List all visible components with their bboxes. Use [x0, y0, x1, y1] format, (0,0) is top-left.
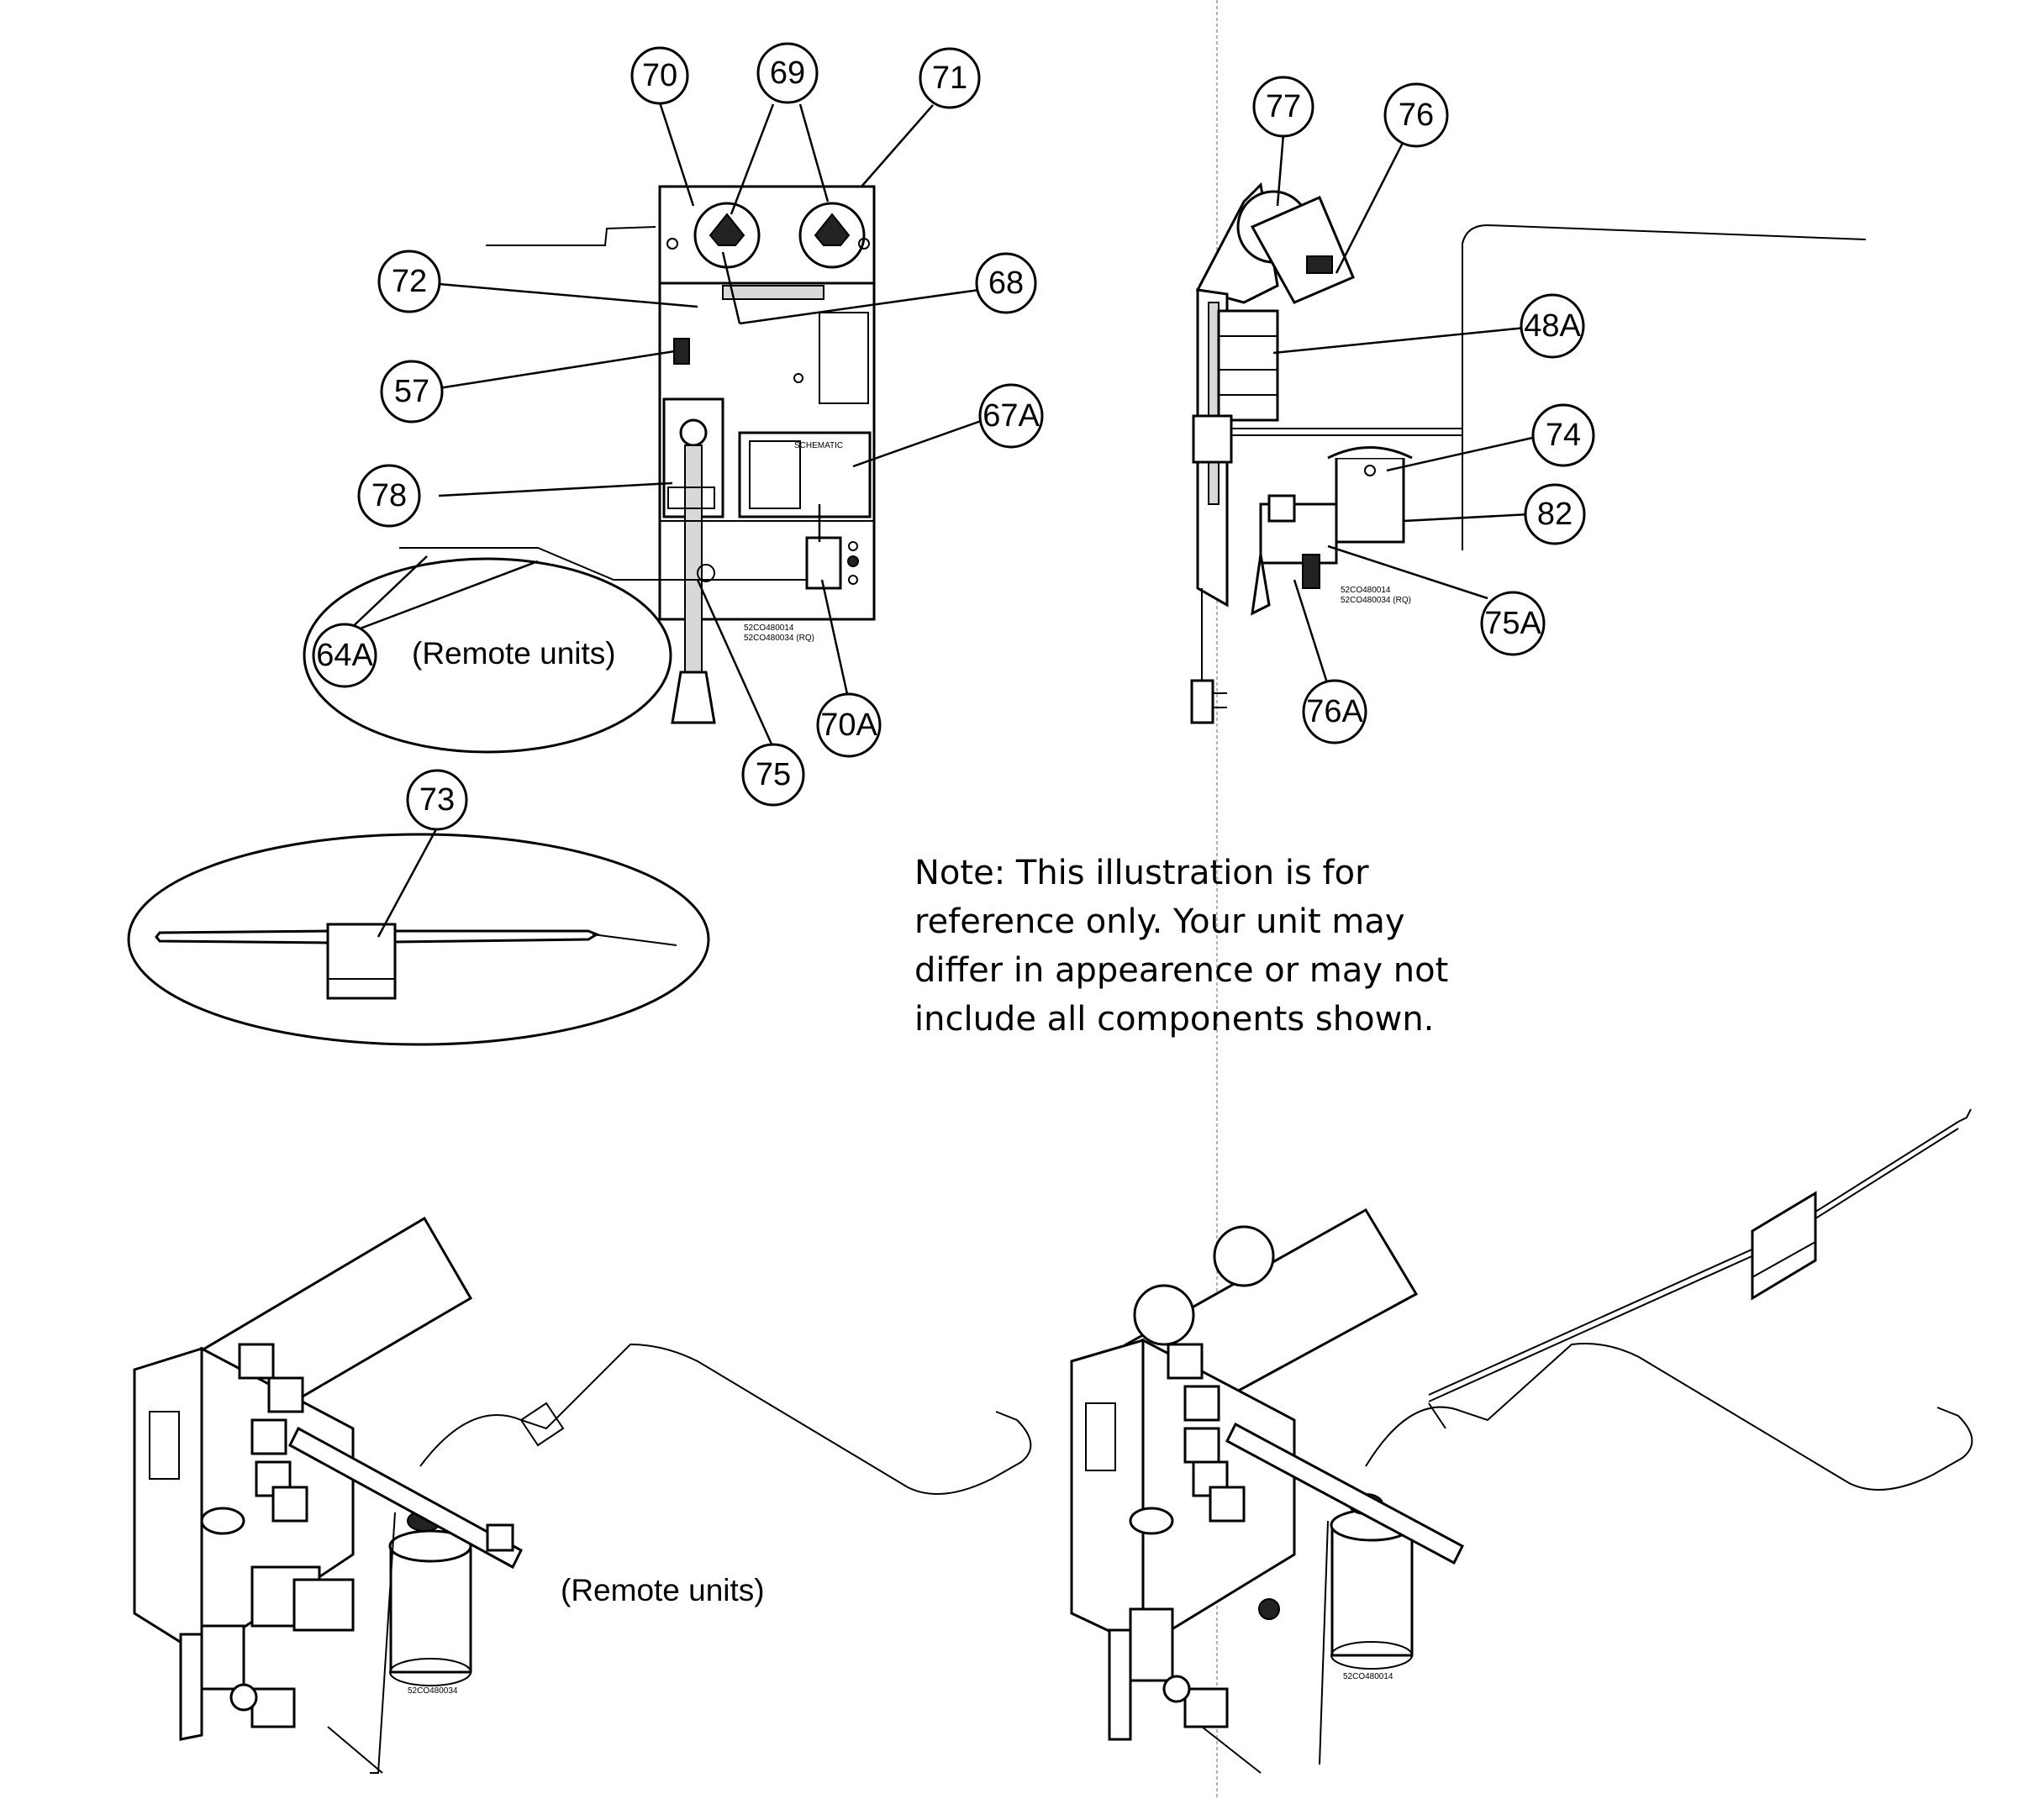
side-view-control-box: 52CO480014 52CO480034 (RQ) — [1190, 181, 1867, 724]
svg-text:70A: 70A — [820, 708, 877, 743]
callout-64A: 64A — [312, 623, 377, 688]
side-part-number-1: 52CO480014 — [1341, 586, 1391, 595]
callout-70: 70 — [630, 46, 689, 105]
svg-text:77: 77 — [1266, 89, 1301, 124]
note-line-2: reference only. Your unit may — [914, 902, 1405, 941]
callout-78: 78 — [357, 464, 421, 528]
reference-note: Note: This illustration is for reference… — [914, 849, 1520, 1044]
side-part-number-2: 52CO480034 (RQ) — [1341, 596, 1411, 605]
callout-75A: 75A — [1480, 591, 1546, 656]
svg-text:71: 71 — [932, 60, 967, 96]
svg-text:68: 68 — [988, 266, 1024, 301]
svg-text:75: 75 — [756, 757, 791, 792]
callout-68: 68 — [975, 252, 1037, 314]
svg-text:48A: 48A — [1524, 308, 1581, 344]
note-line-1: Note: This illustration is for — [914, 854, 1369, 892]
remote-units-label-top: (Remote units) — [412, 636, 616, 671]
callout-73: 73 — [406, 769, 468, 831]
callout-57: 57 — [380, 360, 444, 423]
note-line-4: include all components shown. — [914, 1000, 1435, 1039]
svg-text:75A: 75A — [1484, 606, 1541, 641]
svg-text:76: 76 — [1399, 97, 1434, 133]
remote-units-ellipse-top — [303, 557, 672, 754]
svg-text:57: 57 — [394, 374, 429, 409]
svg-text:82: 82 — [1537, 497, 1573, 532]
schematic-label: SCHEMATIC — [794, 441, 843, 450]
svg-text:74: 74 — [1546, 418, 1581, 453]
isometric-view-remote: 52CO480034 — [133, 1216, 1032, 1774]
svg-text:72: 72 — [392, 264, 427, 299]
capacitor-number-left: 52CO480034 — [408, 1686, 458, 1696]
sensor-ellipse — [127, 833, 710, 1046]
svg-text:67A: 67A — [982, 398, 1040, 434]
front-view-control-box: SCHEMATIC 52CO480014 52CO480034 (RQ) — [399, 185, 876, 724]
isometric-view-standard: 52CO480014 — [1070, 1108, 1973, 1774]
remote-units-label-bottom: (Remote units) — [561, 1573, 765, 1607]
svg-text:64A: 64A — [316, 638, 373, 673]
callout-67A: 67A — [978, 383, 1044, 449]
note-line-3: differ in appearence or may not — [914, 951, 1449, 990]
callout-48A: 48A — [1520, 293, 1585, 359]
capacitor-number-right: 52CO480014 — [1343, 1672, 1393, 1681]
svg-text:70: 70 — [642, 58, 677, 93]
svg-text:76A: 76A — [1306, 694, 1363, 729]
callout-71: 71 — [919, 47, 981, 109]
callout-76: 76 — [1383, 82, 1449, 148]
callout-69: 69 — [756, 42, 819, 104]
svg-text:73: 73 — [419, 782, 455, 818]
sensor-bulb-73 — [155, 923, 677, 1000]
svg-text:78: 78 — [371, 478, 407, 513]
front-part-number-2: 52CO480034 (RQ) — [744, 634, 814, 643]
callout-77: 77 — [1252, 76, 1314, 138]
front-part-number-1: 52CO480014 — [744, 623, 794, 633]
callout-82: 82 — [1524, 483, 1586, 545]
callout-74: 74 — [1531, 403, 1595, 467]
svg-text:69: 69 — [770, 55, 805, 91]
callout-75: 75 — [741, 743, 805, 807]
callout-76A: 76A — [1302, 679, 1367, 744]
leader-lines — [344, 102, 1537, 938]
callout-72: 72 — [377, 250, 441, 313]
callout-70A: 70A — [816, 692, 882, 758]
